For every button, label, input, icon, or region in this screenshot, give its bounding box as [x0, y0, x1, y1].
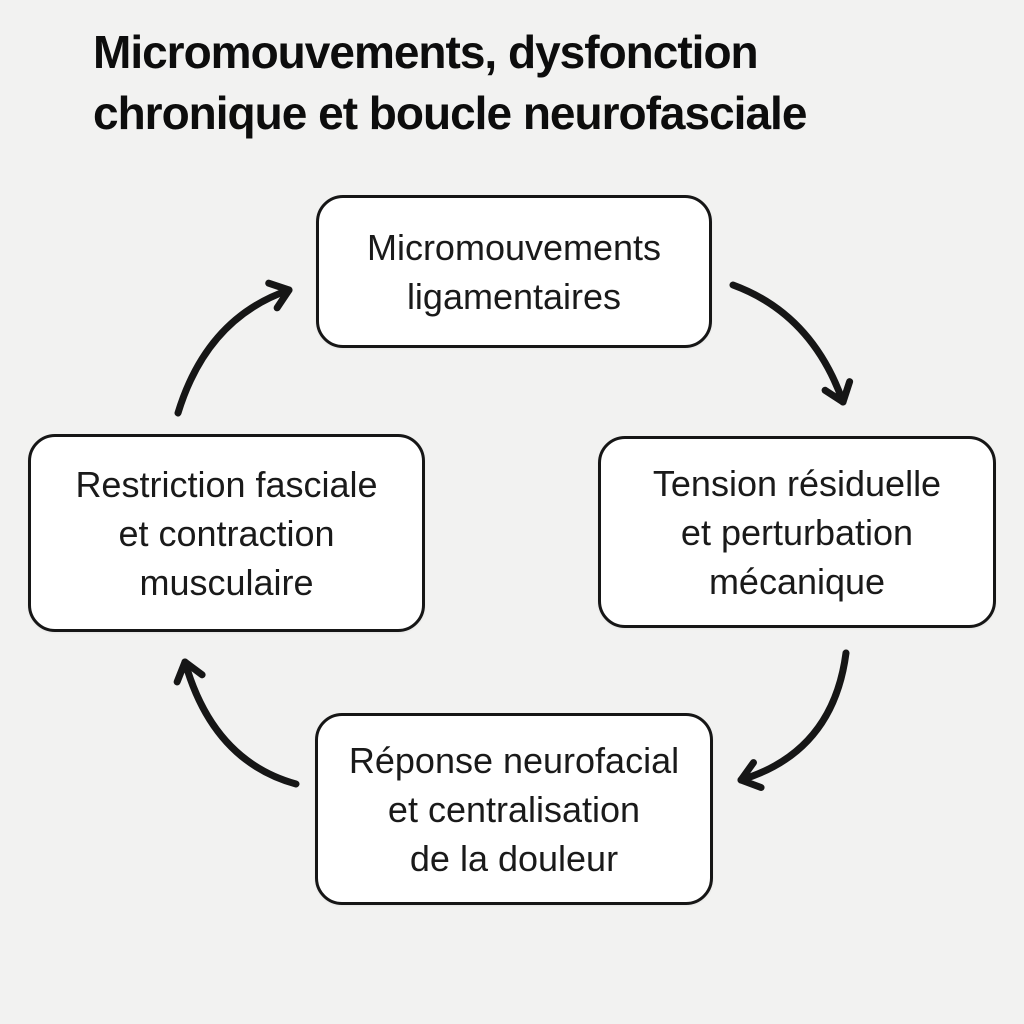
- node-label-line: Micromouvements: [366, 226, 662, 268]
- node-label-line: de la douleur: [409, 837, 619, 879]
- page-title-line-2: chronique et boucle neurofasciale: [93, 87, 807, 139]
- node-reponse-neurofacial: Réponse neurofacial et centralisation de…: [315, 713, 713, 905]
- node-label-line: Réponse neurofacial: [348, 739, 680, 781]
- page-title: Micromouvements, dysfonction chronique e…: [93, 22, 807, 144]
- arrow-right-to-bottom: [737, 649, 850, 791]
- node-label-line: et contraction: [118, 512, 335, 554]
- node-label-line: Tension résiduelle: [652, 462, 942, 504]
- node-tension-residuelle: Tension résiduelle et perturbation mécan…: [598, 436, 996, 628]
- arrow-bottom-to-left: [173, 658, 300, 788]
- page-title-line-1: Micromouvements, dysfonction: [93, 26, 759, 78]
- node-label-line: et perturbation: [680, 511, 914, 553]
- node-label-line: musculaire: [139, 561, 314, 603]
- node-label-line: mécanique: [708, 560, 886, 602]
- node-micromouvements-ligamentaires: Micromouvements ligamentaires: [316, 195, 712, 348]
- node-label-line: Restriction fasciale: [75, 463, 378, 505]
- node-label-line: ligamentaires: [406, 275, 622, 317]
- arrow-top-to-right: [729, 281, 854, 406]
- node-label-line: et centralisation: [387, 788, 641, 830]
- node-restriction-fasciale: Restriction fasciale et contraction musc…: [28, 434, 425, 632]
- arrow-left-to-top: [174, 279, 293, 417]
